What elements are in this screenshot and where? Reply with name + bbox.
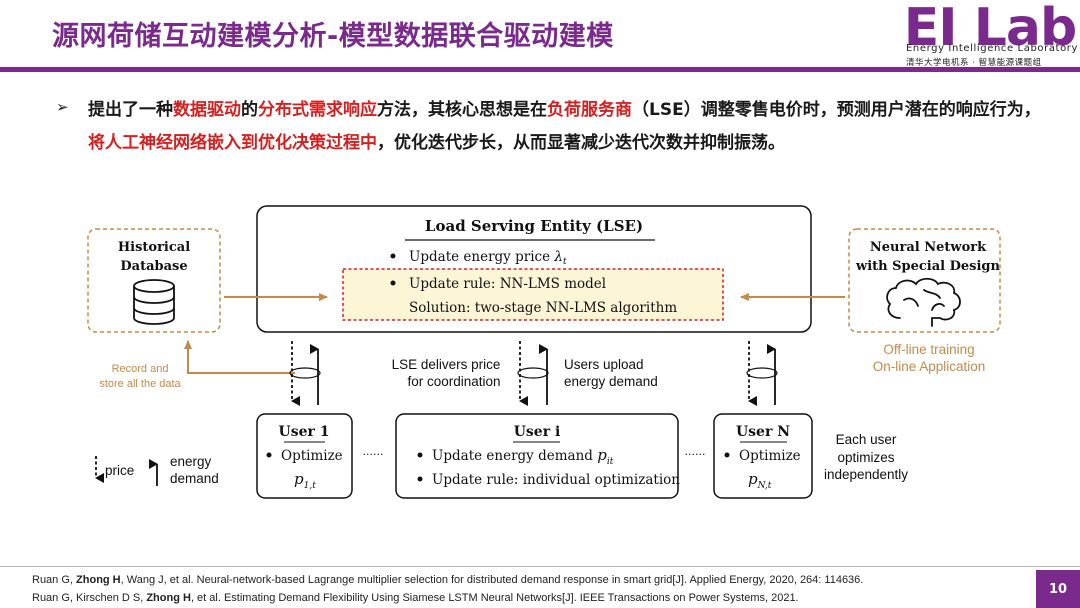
legend-price: price: [105, 463, 134, 478]
user-i-update: Update energy demand: [432, 448, 593, 464]
user-n-title: User N: [736, 424, 790, 440]
bullet-arrow-icon: ➢: [56, 98, 69, 116]
svg-text:p1,t: p1,t: [294, 470, 316, 491]
lse-box: Load Serving Entity (LSE) Update energy …: [256, 205, 812, 333]
paragraph-segment: 数据驱动: [173, 100, 241, 120]
neural-label-2: with Special Design: [855, 259, 1000, 274]
lse-update-rule: Update rule: NN-LMS model: [409, 276, 606, 292]
paragraph-segment: 方法，其核心思想是在: [377, 100, 547, 120]
lse-title: Load Serving Entity (LSE): [425, 217, 643, 235]
user-n-box: User N Optimize pN,t: [713, 413, 813, 499]
online-application-label: On-line Application: [873, 359, 986, 374]
lse-delivers-label-2: for coordination: [407, 374, 500, 389]
user-i-title: User i: [514, 424, 561, 440]
page-number: 10: [1036, 570, 1080, 608]
user-1-optimize: Optimize: [281, 448, 343, 464]
database-icon: [133, 279, 175, 325]
record-label-1: Record and: [112, 363, 169, 375]
historical-label-1: Historical: [118, 240, 190, 255]
user-1-box: User 1 Optimize p1,t: [256, 413, 353, 499]
arrow-pair-right: [746, 341, 778, 406]
paragraph-segment: 提出了一种: [88, 100, 173, 120]
nn-lms-highlight: [342, 268, 724, 321]
dots-left: ······: [363, 448, 384, 461]
paragraph-segment: 的: [241, 100, 258, 120]
each-user-1: Each user: [836, 432, 897, 447]
lab-logo-en: Energy Intelligence Laboratory: [906, 43, 1079, 54]
paragraph-segment: （LSE）调整零售电价时，预测用户潜在的响应行为，: [632, 100, 1041, 120]
paragraph-segment: 分布式需求响应: [258, 100, 377, 120]
svg-text:Update energy demand pit: Update energy demand pit: [432, 446, 614, 467]
arrow-pair-middle: [517, 341, 549, 406]
brain-icon: [886, 277, 961, 327]
slide-title: 源网荷储互动建模分析-模型数据联合驱动建模: [52, 21, 614, 52]
neural-label-1: Neural Network: [870, 240, 987, 255]
record-label-2: store all the data: [99, 378, 181, 390]
paragraph-segment: ，优化迭代步长，从而显著减少迭代次数并抑制振荡。: [377, 133, 785, 153]
references: Ruan G, Zhong H, Wang J, et al. Neural-n…: [32, 571, 863, 607]
historical-label-2: Database: [120, 259, 187, 274]
summary-paragraph: 提出了一种数据驱动的分布式需求响应方法，其核心思想是在负荷服务商（LSE）调整零…: [88, 94, 1048, 160]
arrow-pair-left: [289, 341, 321, 406]
neural-network-box: Neural Network with Special Design: [848, 228, 1001, 333]
user-i-box: User i Update energy demand pit Update r…: [395, 413, 680, 499]
lse-delivers-label-1: LSE delivers price: [392, 357, 501, 372]
reference-1: Ruan G, Zhong H, Wang J, et al. Neural-n…: [32, 574, 864, 586]
each-user-3: independently: [824, 467, 908, 482]
user-1-title: User 1: [279, 424, 330, 440]
system-diagram: Historical Database Load Serving Entity …: [87, 205, 1001, 499]
footer-divider: [0, 566, 1080, 567]
svg-text:Update energy price λt: Update energy price λt: [409, 249, 567, 267]
users-upload-label-2: energy demand: [564, 374, 658, 389]
lse-solution: Solution: two-stage NN-LMS algorithm: [409, 300, 677, 316]
legend: price energy demand: [95, 454, 219, 486]
title-underline: [0, 67, 1080, 72]
lse-update-price: Update energy price: [409, 249, 550, 265]
user-i-rule: Update rule: individual optimization: [432, 472, 680, 488]
user-n-optimize: Optimize: [739, 448, 801, 464]
offline-training-label: Off-line training: [883, 342, 974, 357]
legend-energy-2: demand: [170, 471, 219, 486]
paragraph-segment: 负荷服务商: [547, 100, 632, 120]
reference-2: Ruan G, Kirschen D S, Zhong H, et al. Es…: [32, 592, 799, 604]
paragraph-segment: 将人工神经网络嵌入到优化决策过程中: [88, 133, 377, 153]
dots-right: ······: [685, 448, 706, 461]
lab-logo-cn: 清华大学电机系 · 智慧能源课题组: [906, 58, 1042, 68]
lab-logo: EI Lab: [903, 0, 1077, 58]
users-upload-label-1: Users upload: [564, 357, 644, 372]
legend-energy-1: energy: [170, 454, 212, 469]
each-user-2: optimizes: [837, 450, 894, 465]
svg-text:pN,t: pN,t: [748, 470, 772, 491]
historical-database-box: Historical Database: [87, 228, 221, 333]
